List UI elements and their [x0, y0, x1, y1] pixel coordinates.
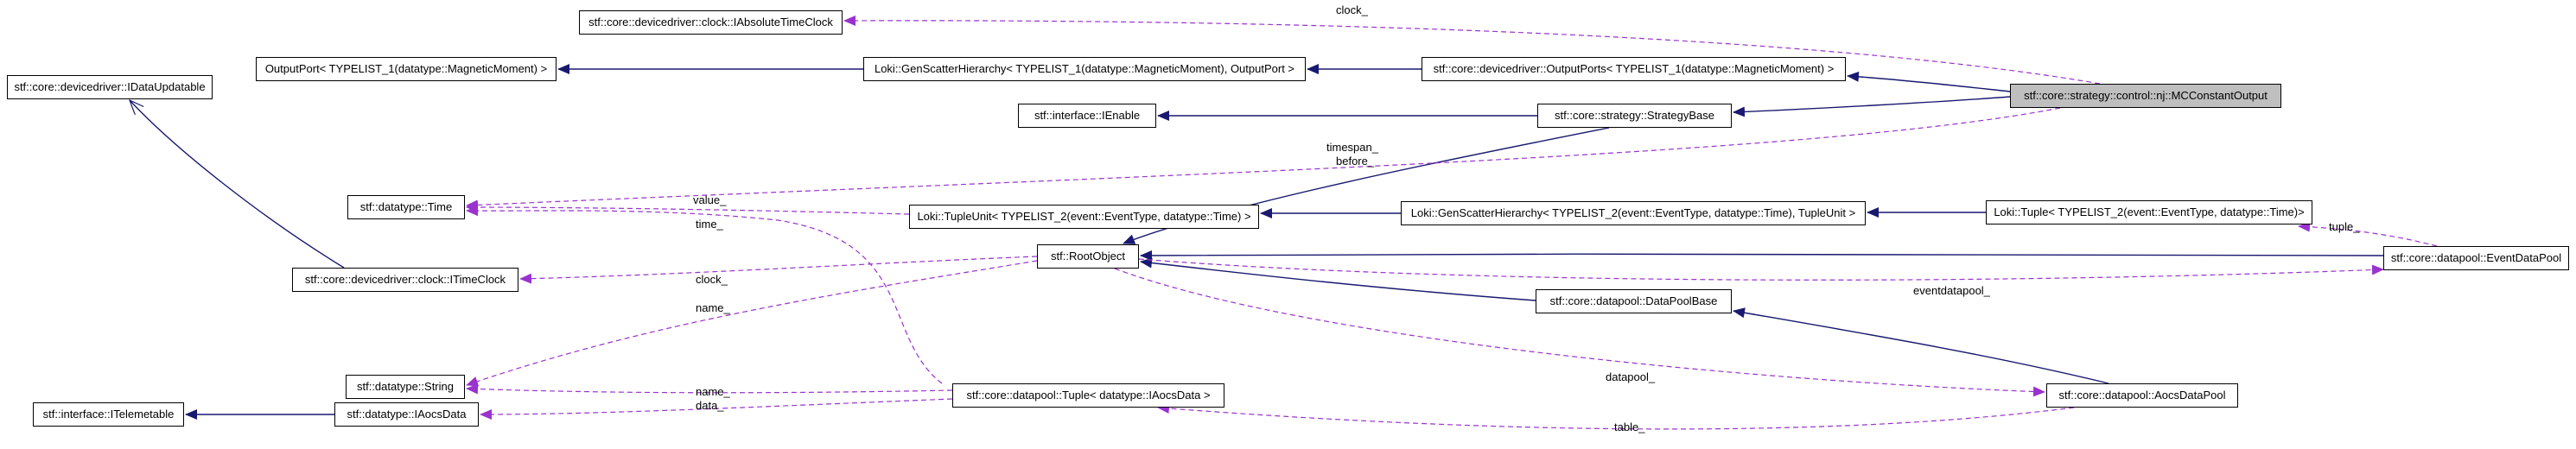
- edge-rootobject-name: [466, 260, 1038, 387]
- node-idataupdatable[interactable]: stf::core::devicedriver::IDataUpdatable: [7, 75, 213, 99]
- node-genscatterhierarchy-magneticmoment[interactable]: Loki::GenScatterHierarchy< TYPELIST_1(da…: [863, 57, 1306, 81]
- node-string[interactable]: stf::datatype::String: [346, 375, 465, 399]
- node-lokituple[interactable]: Loki::Tuple< TYPELIST_2(event::EventType…: [1986, 200, 2312, 224]
- node-mcconstantoutput[interactable]: stf::core::strategy::control::nj::MCCons…: [2010, 84, 2281, 108]
- edge-label-clock-mid: clock_: [696, 273, 728, 286]
- edge-datapoolbase-to-rootobject: [1140, 257, 1536, 301]
- edge-rootobject-clock: [519, 256, 1038, 284]
- edge-label-table: table_: [1614, 421, 1645, 433]
- edge-label-name-1: name_: [696, 301, 730, 314]
- edge-mcconstant-to-strategybase: [1733, 96, 2011, 117]
- edge-rootobject-datapool: [1114, 268, 2045, 397]
- edge-dptuple-name: [466, 383, 953, 395]
- edge-dptuple-time: [466, 206, 943, 384]
- edge-label-data: data_: [696, 399, 724, 412]
- edge-label-time: time_: [696, 218, 723, 231]
- node-tupleunit[interactable]: Loki::TupleUnit< TYPELIST_2(event::Event…: [909, 205, 1259, 229]
- node-aocsdatapool[interactable]: stf::core::datapool::AocsDataPool: [2046, 383, 2238, 408]
- edge-label-datapool: datapool_: [1606, 370, 1656, 383]
- edge-rootobject-eventpool: [1138, 258, 2384, 281]
- edge-label-name-2: name_: [696, 385, 730, 398]
- node-genscatterhierarchy-tupleunit[interactable]: Loki::GenScatterHierarchy< TYPELIST_2(ev…: [1401, 201, 1866, 225]
- node-iaocsdata[interactable]: stf::datatype::IAocsData: [334, 402, 479, 427]
- edge-label-clock: clock_: [1336, 3, 1368, 16]
- edge-label-eventdatapool: eventdatapool_: [1913, 284, 1990, 297]
- node-rootobject[interactable]: stf::RootObject: [1037, 244, 1139, 269]
- edge-eventpool-tuple: [2298, 221, 2438, 247]
- node-eventdatapool[interactable]: stf::core::datapool::EventDataPool: [2383, 246, 2569, 270]
- node-datapoolbase[interactable]: stf::core::datapool::DataPoolBase: [1536, 289, 1732, 313]
- edge-label-timespan: timespan_: [1326, 141, 1378, 154]
- edge-label-before: before_: [1336, 155, 1375, 168]
- edge-eventpool-to-rootobject: [1140, 250, 2384, 261]
- node-datapool-tuple[interactable]: stf::core::datapool::Tuple< datatype::IA…: [952, 383, 1224, 408]
- edge-aocspool-to-datapoolbase: [1733, 307, 2109, 384]
- edge-itimeclock-to-idataupdatable: [130, 100, 345, 269]
- node-outputport[interactable]: OutputPort< TYPELIST_1(datatype::Magneti…: [256, 57, 557, 81]
- edge-dptuple-data: [480, 398, 953, 420]
- edge-aocspool-table: [1157, 403, 2075, 430]
- node-iabsolutetimeclock[interactable]: stf::core::devicedriver::clock::IAbsolut…: [579, 10, 843, 35]
- edge-mcconstant-to-outputports: [1847, 71, 2011, 92]
- edge-label-value: value_: [693, 193, 727, 206]
- node-itelemetable[interactable]: stf::interface::ITelemetable: [33, 402, 184, 427]
- edge-mcconstant-timespan: [466, 107, 2061, 211]
- edge-label-tuple: tuple_: [2329, 220, 2360, 233]
- node-ienable[interactable]: stf::interface::IEnable: [1018, 104, 1156, 128]
- edge-tupleunit-value: [466, 202, 910, 215]
- node-outputports[interactable]: stf::core::devicedriver::OutputPorts< TY…: [1422, 57, 1846, 81]
- node-strategybase[interactable]: stf::core::strategy::StrategyBase: [1537, 104, 1732, 128]
- node-time[interactable]: stf::datatype::Time: [347, 195, 465, 219]
- node-itimeclock[interactable]: stf::core::devicedriver::clock::ITimeClo…: [292, 268, 518, 292]
